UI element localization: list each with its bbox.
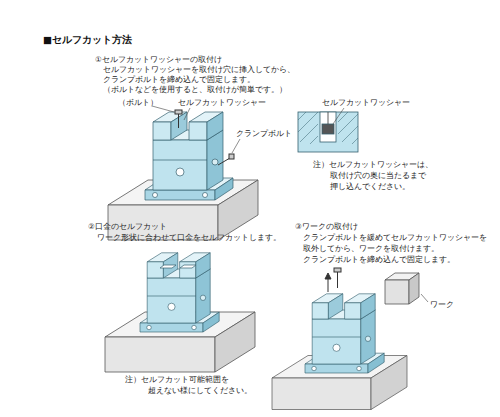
step-heading: ③ワークの取付け <box>295 222 358 231</box>
bolt-symbol <box>175 110 182 128</box>
instruction-text: ワーク形状に合わせて口金をセルフカットします。 <box>97 233 281 242</box>
instruction-text: （ボルトなどを使用すると、取付けが簡単です。） <box>103 85 287 94</box>
step-heading: ②口金のセルフカット <box>88 222 167 231</box>
note-text: 押し込んでください。 <box>330 182 410 191</box>
cut-jaw-mark <box>160 265 196 268</box>
instruction-text: クランプボルトを締め込んで固定します。 <box>303 255 455 264</box>
vise-figure <box>145 112 233 200</box>
instruction-text: クランプボルトを締め込んで固定します。 <box>103 75 255 84</box>
section-detail <box>298 108 358 152</box>
work-cube <box>385 273 419 304</box>
note-text: 注）セルフカットワッシャーは、 <box>313 160 433 169</box>
instruction-text: 取外してから、ワークを取付けます。 <box>303 244 439 253</box>
note-text: 取付け穴の奥に当たるまで <box>330 171 426 180</box>
vise-figure <box>140 253 219 332</box>
step-heading: ①セルフカットワッシャーの取付け <box>95 55 222 64</box>
note-text: 超えない様にしてください。 <box>148 386 252 395</box>
bolt-symbol <box>325 268 341 292</box>
instruction-text: セルフカットワッシャーを取付け穴に挿入してから、 <box>103 65 295 74</box>
clamp-bolt <box>218 154 234 165</box>
note-text: 注）セルフカット可能範囲を <box>125 375 229 384</box>
part-label: クランプボルト <box>236 129 292 138</box>
leader-line <box>421 294 428 302</box>
part-label: セルフカットワッシャー <box>322 98 410 107</box>
leader-line <box>152 106 240 153</box>
part-label: セルフカットワッシャー <box>178 98 266 107</box>
part-label: ワーク <box>430 300 454 309</box>
instruction-text: クランプボルトを緩めてセルフカットワッシャーを <box>303 233 487 242</box>
vise-figure <box>305 294 384 373</box>
title-text: ■セルフカット方法 <box>43 34 132 45</box>
part-label: （ボルト） <box>118 98 158 107</box>
